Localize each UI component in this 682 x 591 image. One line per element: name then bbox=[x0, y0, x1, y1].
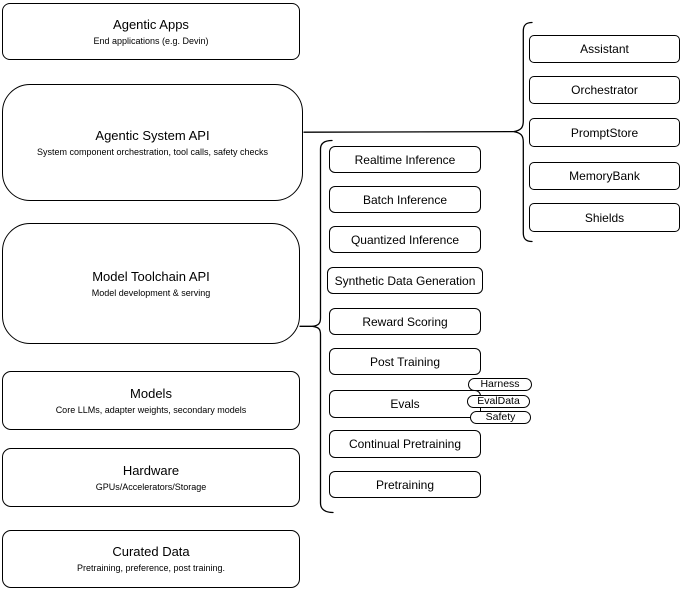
node-batch-inference: Batch Inference bbox=[329, 186, 481, 213]
node-memorybank: MemoryBank bbox=[529, 162, 680, 190]
node-title: Agentic System API bbox=[95, 127, 210, 143]
node-curated-data: Curated Data Pretraining, preference, po… bbox=[2, 530, 300, 588]
tag-harness: Harness bbox=[468, 378, 532, 391]
node-agentic-apps: Agentic Apps End applications (e.g. Devi… bbox=[2, 3, 300, 60]
node-models: Models Core LLMs, adapter weights, secon… bbox=[2, 371, 300, 430]
node-subtitle: Pretraining, preference, post training. bbox=[76, 563, 226, 573]
node-assistant: Assistant bbox=[529, 35, 680, 63]
node-title: Agentic Apps bbox=[113, 16, 189, 32]
tag-safety: Safety bbox=[470, 411, 531, 424]
node-realtime-inference: Realtime Inference bbox=[329, 146, 481, 173]
node-shields: Shields bbox=[529, 203, 680, 232]
node-evals: Evals bbox=[329, 390, 481, 418]
node-pretraining: Pretraining bbox=[329, 471, 481, 498]
node-hardware: Hardware GPUs/Accelerators/Storage bbox=[2, 448, 300, 507]
node-continual-pretraining: Continual Pretraining bbox=[329, 430, 481, 458]
node-subtitle: System component orchestration, tool cal… bbox=[36, 146, 269, 157]
node-subtitle: Model development & serving bbox=[91, 287, 211, 298]
node-subtitle: End applications (e.g. Devin) bbox=[93, 35, 209, 46]
node-model-toolchain-api: Model Toolchain API Model development & … bbox=[2, 223, 300, 344]
node-orchestrator: Orchestrator bbox=[529, 76, 680, 104]
node-reward-scoring: Reward Scoring bbox=[329, 308, 481, 335]
node-post-training: Post Training bbox=[329, 348, 481, 375]
node-subtitle: GPUs/Accelerators/Storage bbox=[95, 481, 207, 492]
node-synthetic-data-generation: Synthetic Data Generation bbox=[327, 267, 483, 294]
tag-evaldata: EvalData bbox=[467, 395, 530, 408]
node-quantized-inference: Quantized Inference bbox=[329, 226, 481, 253]
node-agentic-system-api: Agentic System API System component orch… bbox=[2, 84, 303, 201]
node-title: Models bbox=[130, 385, 172, 401]
node-title: Hardware bbox=[122, 462, 180, 478]
node-title: Model Toolchain API bbox=[92, 268, 210, 284]
node-title: Curated Data bbox=[112, 544, 190, 559]
node-subtitle: Core LLMs, adapter weights, secondary mo… bbox=[55, 404, 247, 415]
system-api-connector-line bbox=[303, 130, 514, 133]
node-promptstore: PromptStore bbox=[529, 118, 680, 147]
